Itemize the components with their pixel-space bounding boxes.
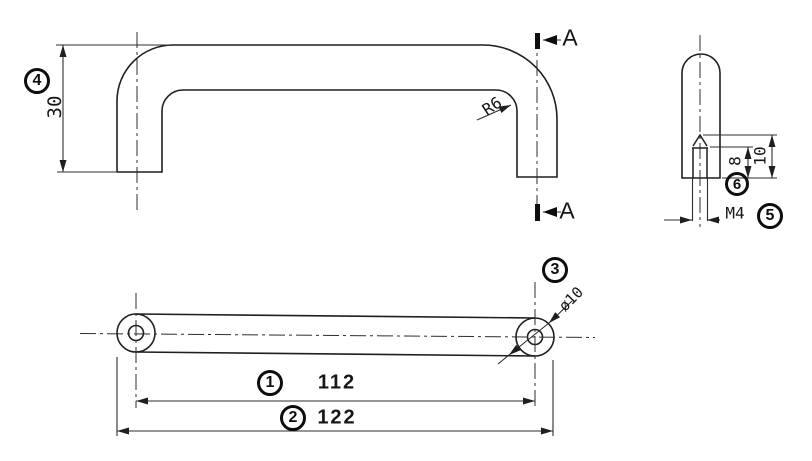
callout-5-thread: 5 xyxy=(757,203,783,229)
r6-leader xyxy=(476,104,512,121)
callout-3-hole-diameter: 3 xyxy=(542,257,568,283)
bar-top-edge xyxy=(135,313,536,319)
bar-bottom-edge xyxy=(135,351,536,357)
thread-depth-label: 8 xyxy=(725,156,745,166)
front-view-linework xyxy=(56,32,561,221)
thread-spec-label: M4 xyxy=(725,203,745,223)
hole-depth-label: 10 xyxy=(750,146,770,166)
section-label-bottom: A xyxy=(559,197,575,224)
callout-2-overall-length: 2 xyxy=(280,405,306,431)
overall-length-label: 122 xyxy=(317,406,357,429)
bottom-view-linework xyxy=(79,282,596,436)
callout-1-hole-spacing: 1 xyxy=(257,370,283,396)
leg-capsule-outline xyxy=(681,53,721,179)
height-dim-label: 30 xyxy=(44,95,66,119)
handle-outline xyxy=(116,44,558,178)
hole-spacing-label: 112 xyxy=(317,371,357,394)
section-label-top: A xyxy=(562,24,578,51)
dia-leader-upper xyxy=(548,300,573,324)
dia-leader-through xyxy=(508,322,550,356)
callout-6-hole: 6 xyxy=(725,172,749,196)
dia-leader-tail xyxy=(497,354,510,365)
side-view-linework xyxy=(664,35,777,227)
drill-point xyxy=(692,133,708,147)
callout-4-height: 4 xyxy=(24,68,50,94)
bar-centerline-horizontal xyxy=(79,333,596,338)
